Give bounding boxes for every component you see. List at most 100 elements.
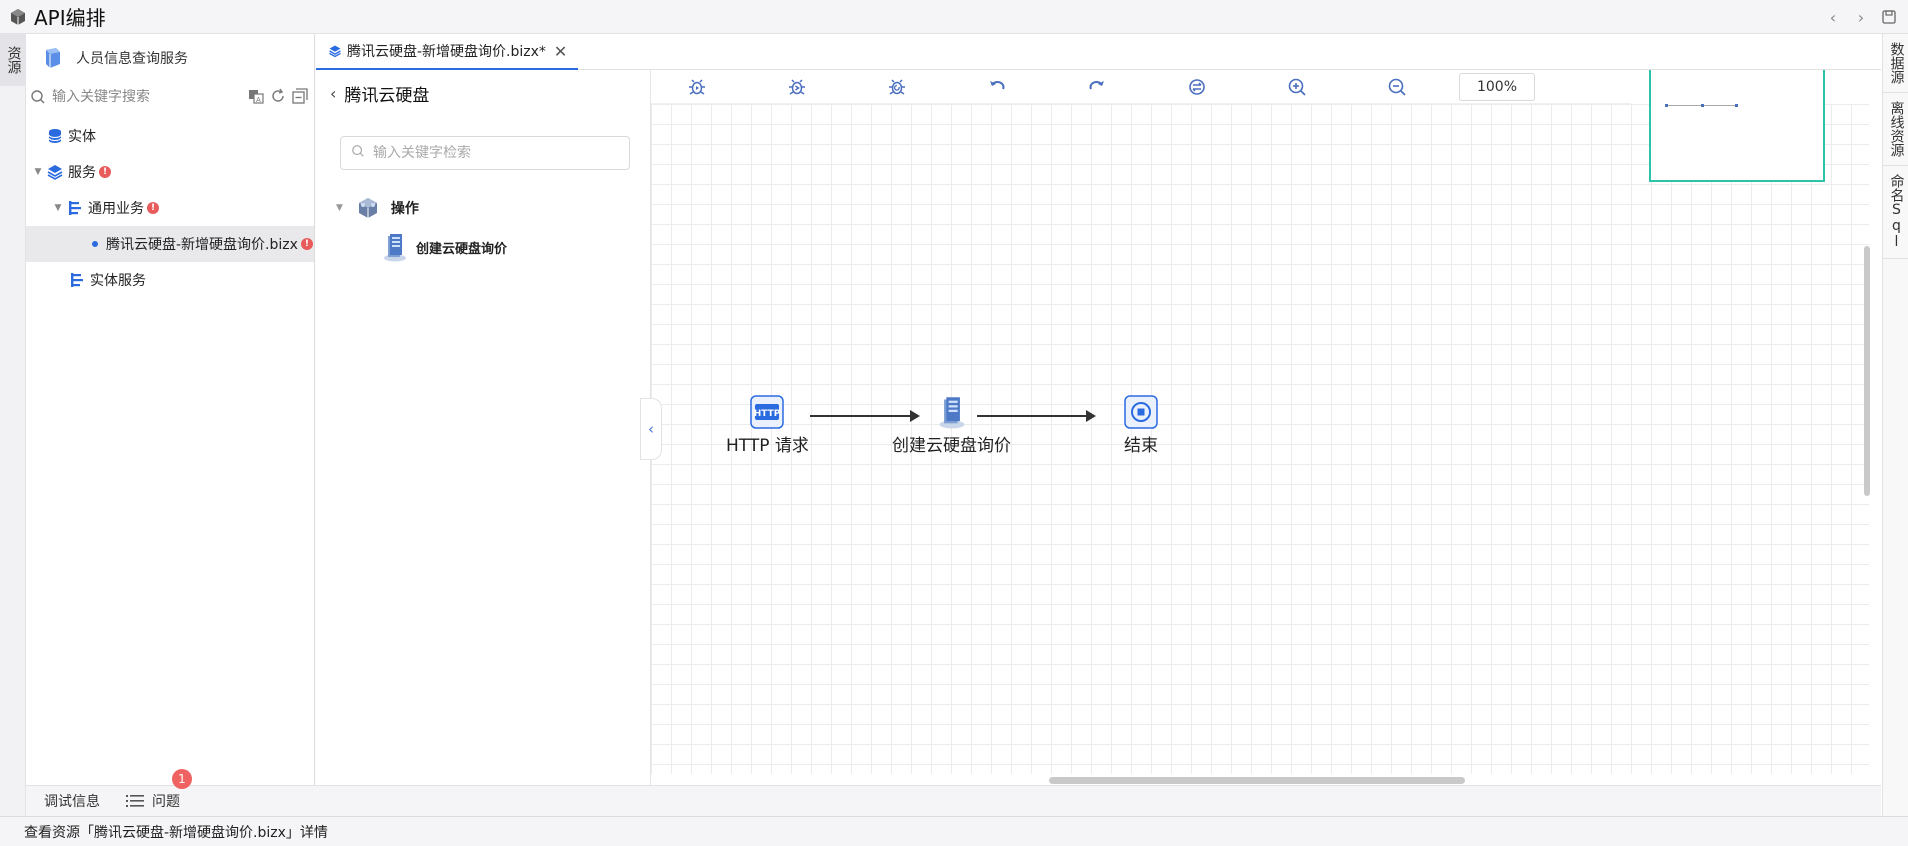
resources-tab-label: 资源 xyxy=(5,46,22,74)
offline-resources-tab-label: 离线资源 xyxy=(1888,101,1905,157)
debug-step-icon[interactable] xyxy=(787,77,807,97)
datasource-vertical-tab[interactable]: 数据源 xyxy=(1883,34,1908,93)
arrow-head-icon xyxy=(910,410,920,422)
nav-forward-icon[interactable]: › xyxy=(1857,7,1865,27)
horizontal-scrollbar[interactable] xyxy=(1049,777,1465,784)
resources-vertical-tab[interactable]: 资源 xyxy=(0,34,26,86)
caret-down-icon[interactable]: ▼ xyxy=(336,203,343,213)
flow-node-label: 结束 xyxy=(1124,436,1158,456)
canvas-toolbar: 100% xyxy=(651,70,1631,104)
translate-icon[interactable]: A xyxy=(248,88,264,104)
named-sql-vertical-tab[interactable]: 命名Sql xyxy=(1883,166,1908,259)
save-icon[interactable] xyxy=(1880,8,1898,26)
palette-header: ‹ 腾讯云硬盘 xyxy=(316,72,650,114)
server-icon xyxy=(382,232,408,262)
project-cube-icon xyxy=(40,46,64,70)
datasource-tab-label: 数据源 xyxy=(1888,42,1905,84)
flow-edge[interactable] xyxy=(977,410,1096,422)
collapse-all-icon[interactable] xyxy=(292,88,308,104)
error-badge: ! xyxy=(300,238,313,250)
flow-edge[interactable] xyxy=(810,410,920,422)
tree-item-label: 实体 xyxy=(68,129,96,145)
flow-node-create-disk-inquiry[interactable]: 创建云硬盘询价 xyxy=(892,395,1011,456)
layers-icon xyxy=(46,163,64,181)
minimap[interactable] xyxy=(1649,70,1825,182)
tree-item-service[interactable]: ▼ 服务 ! xyxy=(26,154,314,190)
project-name: 人员信息查询服务 xyxy=(76,51,188,67)
palette-collapse-handle[interactable]: ‹ xyxy=(640,398,662,460)
vertical-scrollbar[interactable] xyxy=(1864,246,1870,496)
palette-item-create-disk-inquiry[interactable]: 创建云硬盘询价 xyxy=(382,230,507,264)
tree-search-input[interactable] xyxy=(52,89,242,105)
palette-item-label: 创建云硬盘询价 xyxy=(416,241,508,257)
http-icon-text: HTTP xyxy=(754,409,781,419)
bottom-panel-tabs: 调试信息 问题 1 xyxy=(26,769,1881,816)
app-title: API编排 xyxy=(34,6,106,30)
caret-down-icon[interactable]: ▼ xyxy=(54,203,62,213)
palette-group-operations[interactable]: ▼ 操作 xyxy=(336,190,419,226)
editor-tab-active[interactable]: 腾讯云硬盘-新增硬盘询价.bizx* ✕ xyxy=(316,34,578,70)
project-header: 人员信息查询服务 xyxy=(26,34,314,82)
resource-tree: 实体 ▼ 服务 ! ▼ 通用业务 ! 腾讯云硬盘-新增硬盘询价.bizx ! xyxy=(26,118,314,298)
problems-label: 问题 xyxy=(152,794,180,810)
refresh-icon[interactable] xyxy=(270,88,286,104)
editor-tab-label: 腾讯云硬盘-新增硬盘询价.bizx* xyxy=(347,44,546,60)
tree-item-label: 腾讯云硬盘-新增硬盘询价.bizx xyxy=(106,237,298,253)
palette-group-label: 操作 xyxy=(390,201,419,217)
undo-icon[interactable] xyxy=(987,77,1007,97)
status-text: 查看资源「腾讯云硬盘-新增硬盘询价.bizx」详情 xyxy=(24,824,328,841)
palette-title: 腾讯云硬盘 xyxy=(344,85,430,106)
tree-item-label: 实体服务 xyxy=(90,273,146,289)
tree-item-entity-service[interactable]: 实体服务 xyxy=(26,262,314,298)
arrow-head-icon xyxy=(1086,410,1096,422)
error-badge: ! xyxy=(147,202,159,214)
chevron-left-icon[interactable]: ‹ xyxy=(330,83,337,103)
editor-tab-bar: 腾讯云硬盘-新增硬盘询价.bizx* ✕ xyxy=(316,34,1881,70)
zoom-in-icon[interactable] xyxy=(1287,77,1307,97)
component-palette: ‹ 腾讯云硬盘 ▼ 操作 创建云硬盘询价 xyxy=(316,70,651,785)
minimap-preview xyxy=(1665,104,1738,107)
zoom-out-icon[interactable] xyxy=(1387,77,1407,97)
cube-group-icon xyxy=(355,195,381,221)
debug-bug-icon[interactable] xyxy=(687,77,707,97)
server-icon xyxy=(935,395,969,429)
http-icon: HTTP xyxy=(750,395,785,429)
nav-back-icon[interactable]: ‹ xyxy=(1829,7,1837,27)
caret-down-icon[interactable]: ▼ xyxy=(34,167,42,177)
database-icon xyxy=(46,127,64,145)
flow-node-label: HTTP 请求 xyxy=(726,436,809,456)
debug-refresh-icon[interactable] xyxy=(887,77,907,97)
flow-node-http-request[interactable]: HTTP HTTP 请求 xyxy=(726,395,809,456)
tree-item-current-file[interactable]: 腾讯云硬盘-新增硬盘询价.bizx ! xyxy=(26,226,314,262)
flow-node-label: 创建云硬盘询价 xyxy=(892,436,1011,456)
close-icon[interactable]: ✕ xyxy=(553,41,568,61)
zoom-level-input[interactable]: 100% xyxy=(1459,73,1535,101)
fit-view-icon[interactable] xyxy=(1187,77,1207,97)
problems-count-badge: 1 xyxy=(172,769,192,789)
tree-search-bar: A xyxy=(26,82,314,112)
tree-item-common-business[interactable]: ▼ 通用业务 ! xyxy=(26,190,314,226)
title-bar: API编排 ‹ › xyxy=(0,0,1908,34)
search-icon xyxy=(351,144,365,162)
flow-folder-icon xyxy=(68,271,86,289)
palette-search-input[interactable] xyxy=(373,145,613,161)
left-activity-strip: 资源 xyxy=(0,34,26,816)
app-logo-icon xyxy=(6,5,30,29)
tree-item-label: 服务 xyxy=(68,165,96,181)
svg-text:A: A xyxy=(256,96,261,104)
flow-node-end[interactable]: 结束 xyxy=(1124,395,1158,456)
status-bar: 查看资源「腾讯云硬盘-新增硬盘询价.bizx」详情 xyxy=(0,816,1908,846)
resource-sidebar: 人员信息查询服务 A 实体 ▼ xyxy=(26,34,315,785)
debug-info-label: 调试信息 xyxy=(44,794,100,810)
tree-item-entity[interactable]: 实体 xyxy=(26,118,314,154)
search-icon xyxy=(30,89,46,105)
flow-canvas[interactable]: 100% HTTP HTTP 请求 创建云硬盘询价 结束 xyxy=(651,70,1881,785)
chevron-left-icon: ‹ xyxy=(648,420,654,438)
redo-icon[interactable] xyxy=(1087,77,1107,97)
offline-resources-vertical-tab[interactable]: 离线资源 xyxy=(1883,93,1908,166)
debug-info-tab[interactable]: 调试信息 xyxy=(44,791,100,811)
flow-folder-icon xyxy=(66,199,84,217)
list-icon xyxy=(126,794,144,808)
palette-search-box[interactable] xyxy=(340,136,630,170)
problems-tab[interactable]: 问题 1 xyxy=(126,769,192,811)
